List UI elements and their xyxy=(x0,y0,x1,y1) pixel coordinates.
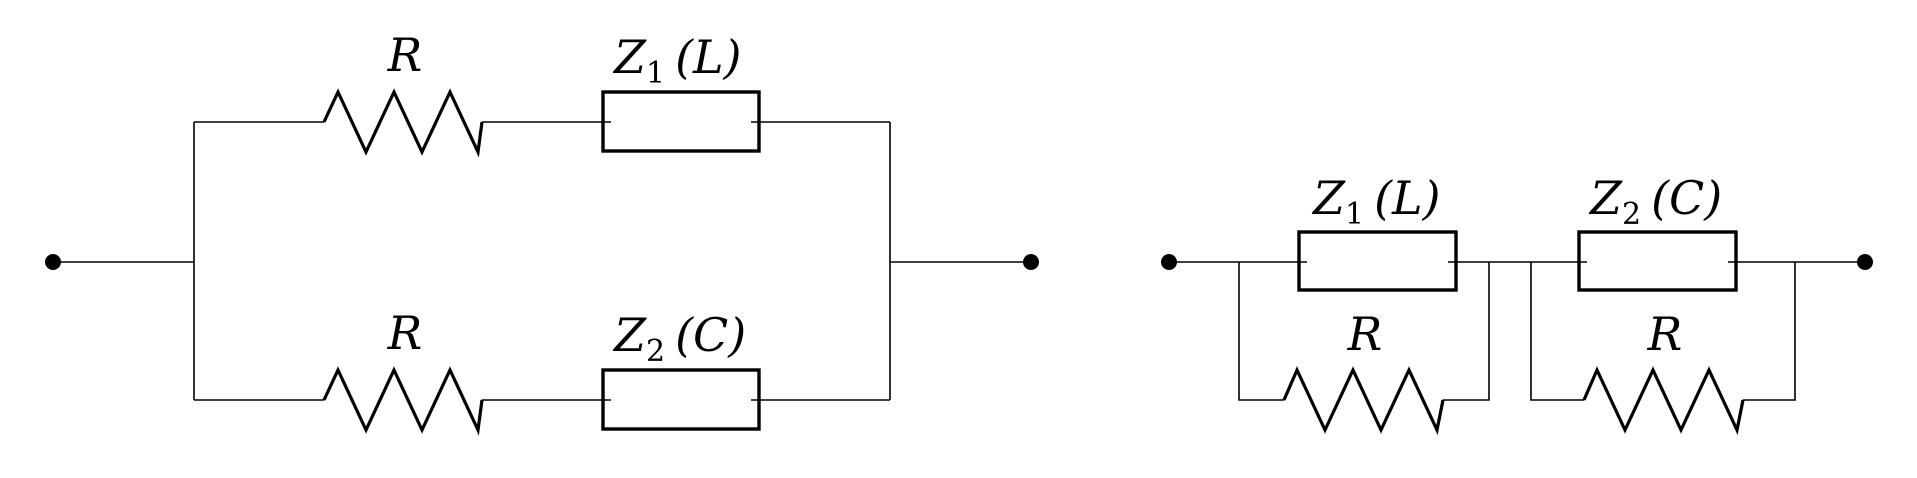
left-pair-impedance-box xyxy=(1297,230,1458,292)
right-pair-resistor-zigzag xyxy=(1582,366,1745,436)
series-circuit: Z1(L) R Z2(C) R xyxy=(1161,171,1873,436)
bottom-impedance-box xyxy=(601,368,761,431)
bottom-resistor-zigzag xyxy=(322,366,484,436)
top-impedance-label: Z1(L) xyxy=(612,30,742,91)
parallel-circuit: R Z1(L) R Z2(C) xyxy=(45,28,1039,436)
right-pair-impedance-label: Z2(C) xyxy=(1588,171,1722,232)
right-pair-resistor-label: R xyxy=(1647,307,1683,361)
top-resistor-label: R xyxy=(387,28,423,82)
top-impedance-box xyxy=(601,90,761,153)
bottom-impedance-label: Z2(C) xyxy=(612,308,746,369)
right-pair-impedance-box xyxy=(1577,230,1738,292)
right-circuit-wires xyxy=(1169,261,1865,401)
left-circuit-wires xyxy=(53,121,1031,401)
left-pair-resistor-label: R xyxy=(1347,307,1383,361)
bottom-resistor-label: R xyxy=(387,306,423,360)
left-pair-resistor-zigzag xyxy=(1282,366,1445,436)
left-pair-impedance-label: Z1(L) xyxy=(1311,171,1441,232)
top-resistor-zigzag xyxy=(322,88,484,158)
